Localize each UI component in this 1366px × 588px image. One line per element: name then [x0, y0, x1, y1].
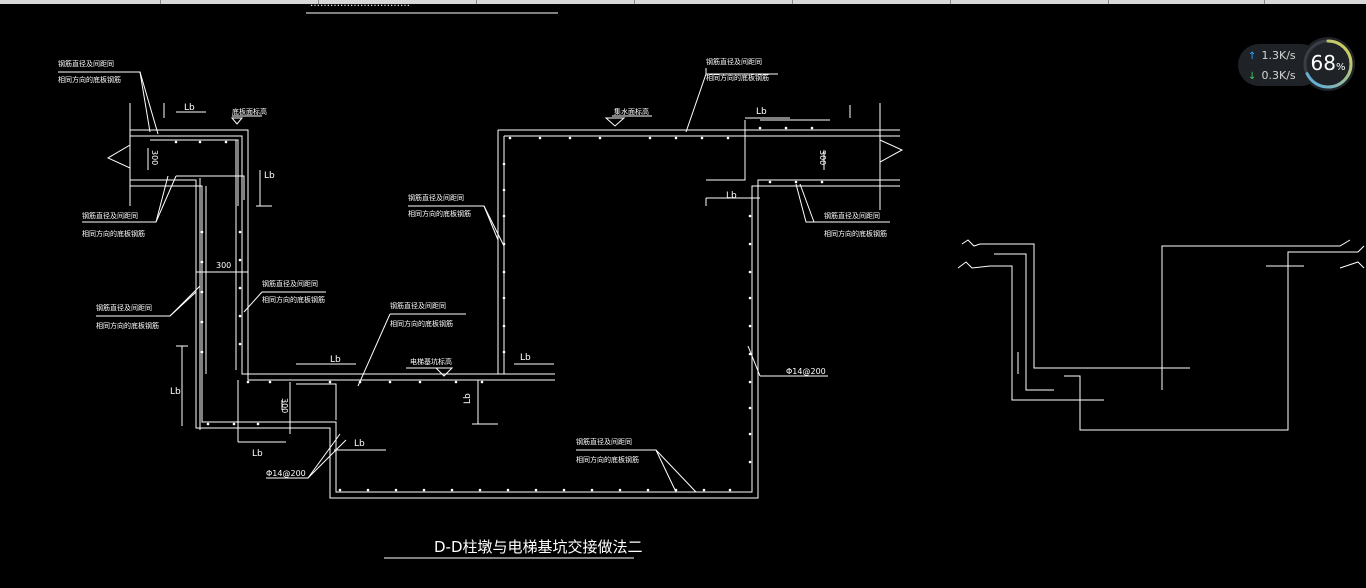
rebar-note: 钢筋直径及间距同 [262, 279, 318, 288]
lap-length-label: Lb [330, 355, 341, 365]
rebar-dots [174, 126, 824, 492]
upload-arrow-icon: ↑ [1248, 51, 1257, 62]
rebar-note: 相同方向的底板钢筋 [58, 75, 121, 84]
tab-divider [950, 0, 951, 4]
rebar-spacing-label: Φ14@200 [786, 367, 826, 376]
secondary-detail [957, 239, 1365, 431]
download-speed: 0.3K/s [1261, 69, 1296, 82]
tab-divider [476, 0, 477, 4]
rebar-note: 相同方向的底板钢筋 [96, 321, 159, 330]
elevation-label: 电梯基坑标高 [410, 357, 452, 366]
dimension-300: 300 [216, 261, 231, 270]
dimension-300: 300 [150, 150, 159, 165]
upload-speed: 1.3K/s [1261, 49, 1296, 62]
download-arrow-icon: ↓ [1248, 71, 1257, 82]
download-speed-row: ↓ 0.3K/s [1248, 69, 1296, 82]
tab-divider [160, 0, 161, 4]
rebar-note: 钢筋直径及间距同 [824, 211, 880, 220]
dimension-300: 300 [280, 398, 289, 413]
usage-percent-value: 68 [1310, 51, 1336, 75]
rebar-note: 钢筋直径及间距同 [390, 301, 446, 310]
lap-length-label: Lb [726, 191, 737, 201]
elevation-label: 底板面标高 [232, 107, 267, 116]
network-speed-widget[interactable]: ↑ 1.3K/s ↓ 0.3K/s 68% [1238, 36, 1356, 92]
tab-divider [318, 0, 319, 4]
elevation-label: 集水面标高 [614, 107, 649, 116]
rebar-note: 相同方向的底板钢筋 [576, 455, 639, 464]
rebar-note: 相同方向的底板钢筋 [390, 319, 453, 328]
rebar-note: 钢筋直径及间距同 [576, 437, 632, 446]
percent-unit: % [1335, 62, 1346, 73]
lap-length-label: Lb [756, 107, 767, 117]
lap-length-label: Lb [184, 103, 195, 113]
tab-divider [1264, 0, 1265, 4]
rebar-note: 相同方向的底板钢筋 [408, 209, 471, 218]
rebar-note: 相同方向的底板钢筋 [262, 295, 325, 304]
usage-gauge[interactable] [1300, 36, 1356, 92]
drawing-labels: ………………………… 钢筋直径及间距同 相同方向的底板钢筋 钢筋直径及间距同 相… [58, 4, 887, 556]
rebar-note: 钢筋直径及间距同 [58, 59, 114, 68]
gauge-arc [1303, 39, 1353, 89]
tab-divider [634, 0, 635, 4]
top-title-text: ………………………… [310, 4, 410, 9]
lap-length-label: Lb [463, 393, 473, 404]
structure-lines [58, 12, 904, 559]
lap-length-label: Lb [252, 449, 263, 459]
drawing-caption: D-D柱墩与电梯基坑交接做法二 [434, 538, 643, 556]
lap-length-label: Lb [354, 439, 365, 449]
usage-percent: 68% [1300, 51, 1356, 75]
gauge-background [1301, 37, 1355, 91]
tab-divider [792, 0, 793, 4]
cad-drawing-canvas[interactable]: ………………………… 钢筋直径及间距同 相同方向的底板钢筋 钢筋直径及间距同 相… [0, 4, 1366, 588]
upload-speed-row: ↑ 1.3K/s [1248, 49, 1296, 62]
dimension-300: 300 [818, 150, 827, 165]
lap-length-label: Lb [264, 171, 275, 181]
rebar-note: 钢筋直径及间距同 [96, 303, 152, 312]
rebar-note: 相同方向的底板钢筋 [824, 229, 887, 238]
lap-length-label: Lb [520, 353, 531, 363]
rebar-note: 相同方向的底板钢筋 [706, 73, 769, 82]
rebar-spacing-label: Φ14@200 [266, 469, 306, 478]
rebar-note: 钢筋直径及间距同 [706, 57, 762, 66]
tab-divider [1108, 0, 1109, 4]
lap-length-label: Lb [170, 387, 181, 397]
tab-strip[interactable] [0, 0, 1366, 4]
rebar-note: 钢筋直径及间距同 [408, 193, 464, 202]
rebar-note: 相同方向的底板钢筋 [82, 229, 145, 238]
rebar-note: 钢筋直径及间距同 [82, 211, 138, 220]
